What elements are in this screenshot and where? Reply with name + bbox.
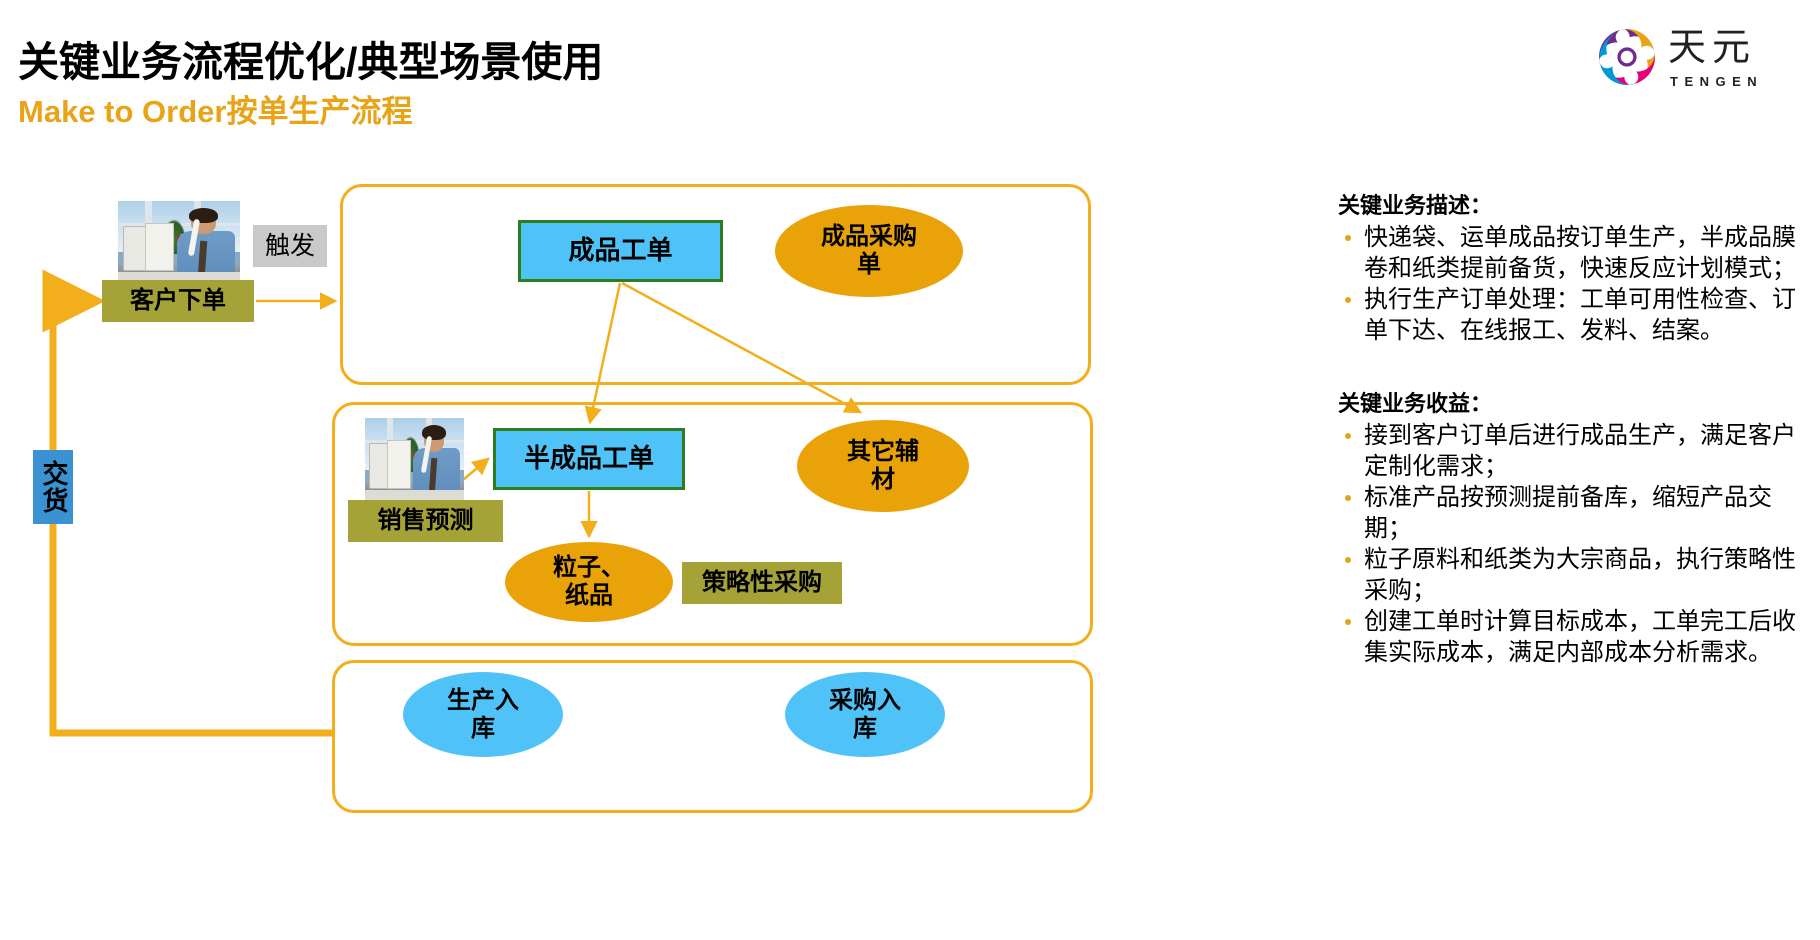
delivery-loop-arrow: [42, 269, 332, 737]
list-item: 接到客户订单后进行成品生产，满足客户定制化需求；: [1338, 420, 1808, 482]
other-aux-line-1: 其它辅: [847, 438, 919, 466]
list-item: 粒子原料和纸类为大宗商品，执行策略性采购；: [1338, 544, 1808, 606]
customer-call-photo: [118, 201, 240, 284]
list-item: 标准产品按预测提前备库，缩短产品交期；: [1338, 482, 1808, 544]
business-description-heading: 关键业务描述：: [1338, 193, 1493, 218]
list-item: 快递袋、运单成品按订单生产，半成品膜卷和纸类提前备货，快速反应计划模式；: [1338, 222, 1808, 284]
granule-paper-line-2: 纸品: [565, 582, 613, 609]
section-spacer: [1338, 346, 1808, 386]
node-semi-finished-work-order[interactable]: 半成品工单: [493, 428, 685, 490]
node-delivery: 交货: [33, 450, 73, 524]
process-flow-diagram: 触发 客户下单 交货 成品工单 成品采购 单 半成品工单 其它辅 材 销售预测 …: [0, 150, 1300, 940]
logo-latin-text: TENGEN: [1670, 74, 1764, 89]
node-granule-paper[interactable]: 粒子、 纸品: [505, 542, 673, 622]
other-aux-line-2: 材: [871, 466, 895, 493]
panel-finished-goods: [340, 184, 1091, 385]
node-other-aux-material[interactable]: 其它辅 材: [797, 420, 969, 512]
purchase-receipt-line-2: 库: [853, 714, 877, 742]
page-title: 关键业务流程优化/典型场景使用: [18, 39, 604, 85]
panel-warehouse-receipt: [332, 660, 1093, 813]
business-description-list: 快递袋、运单成品按订单生产，半成品膜卷和纸类提前备货，快速反应计划模式； 执行生…: [1338, 222, 1808, 346]
node-finished-purchase-order[interactable]: 成品采购 单: [775, 205, 963, 297]
purchase-receipt-line-1: 采购入: [829, 686, 901, 714]
production-receipt-line-2: 库: [471, 714, 495, 742]
business-benefit-list: 接到客户订单后进行成品生产，满足客户定制化需求； 标准产品按预测提前备库，缩短产…: [1338, 420, 1808, 668]
panel-semi-finished: [332, 402, 1093, 646]
list-item: 创建工单时计算目标成本，工单完工后收集实际成本，满足内部成本分析需求。: [1338, 606, 1808, 668]
info-column: 关键业务描述： 快递袋、运单成品按订单生产，半成品膜卷和纸类提前备货，快速反应计…: [1338, 188, 1808, 668]
node-strategic-purchasing[interactable]: 策略性采购: [682, 562, 842, 604]
business-benefit-heading: 关键业务收益：: [1338, 391, 1493, 416]
node-sales-forecast[interactable]: 销售预测: [348, 500, 503, 542]
node-purchase-receipt[interactable]: 采购入 库: [785, 672, 945, 757]
node-production-receipt[interactable]: 生产入 库: [403, 672, 563, 757]
node-customer-order[interactable]: 客户下单: [102, 280, 254, 322]
trigger-label: 触发: [253, 225, 327, 267]
finished-purchase-line-1: 成品采购: [821, 223, 917, 251]
logo-wordmark: 天元: [1668, 27, 1757, 69]
node-finished-work-order[interactable]: 成品工单: [518, 220, 723, 282]
page-subtitle: Make to Order按单生产流程: [18, 94, 413, 129]
finished-purchase-line-2: 单: [857, 251, 881, 278]
granule-paper-line-1: 粒子、: [553, 554, 625, 582]
brand-logo: 天元 TENGEN: [1594, 22, 1794, 102]
sales-forecast-photo: [365, 418, 464, 502]
tengen-swirl-icon: [1598, 29, 1656, 85]
production-receipt-line-1: 生产入: [447, 686, 519, 714]
list-item: 执行生产订单处理：工单可用性检查、订单下达、在线报工、发料、结案。: [1338, 284, 1808, 346]
